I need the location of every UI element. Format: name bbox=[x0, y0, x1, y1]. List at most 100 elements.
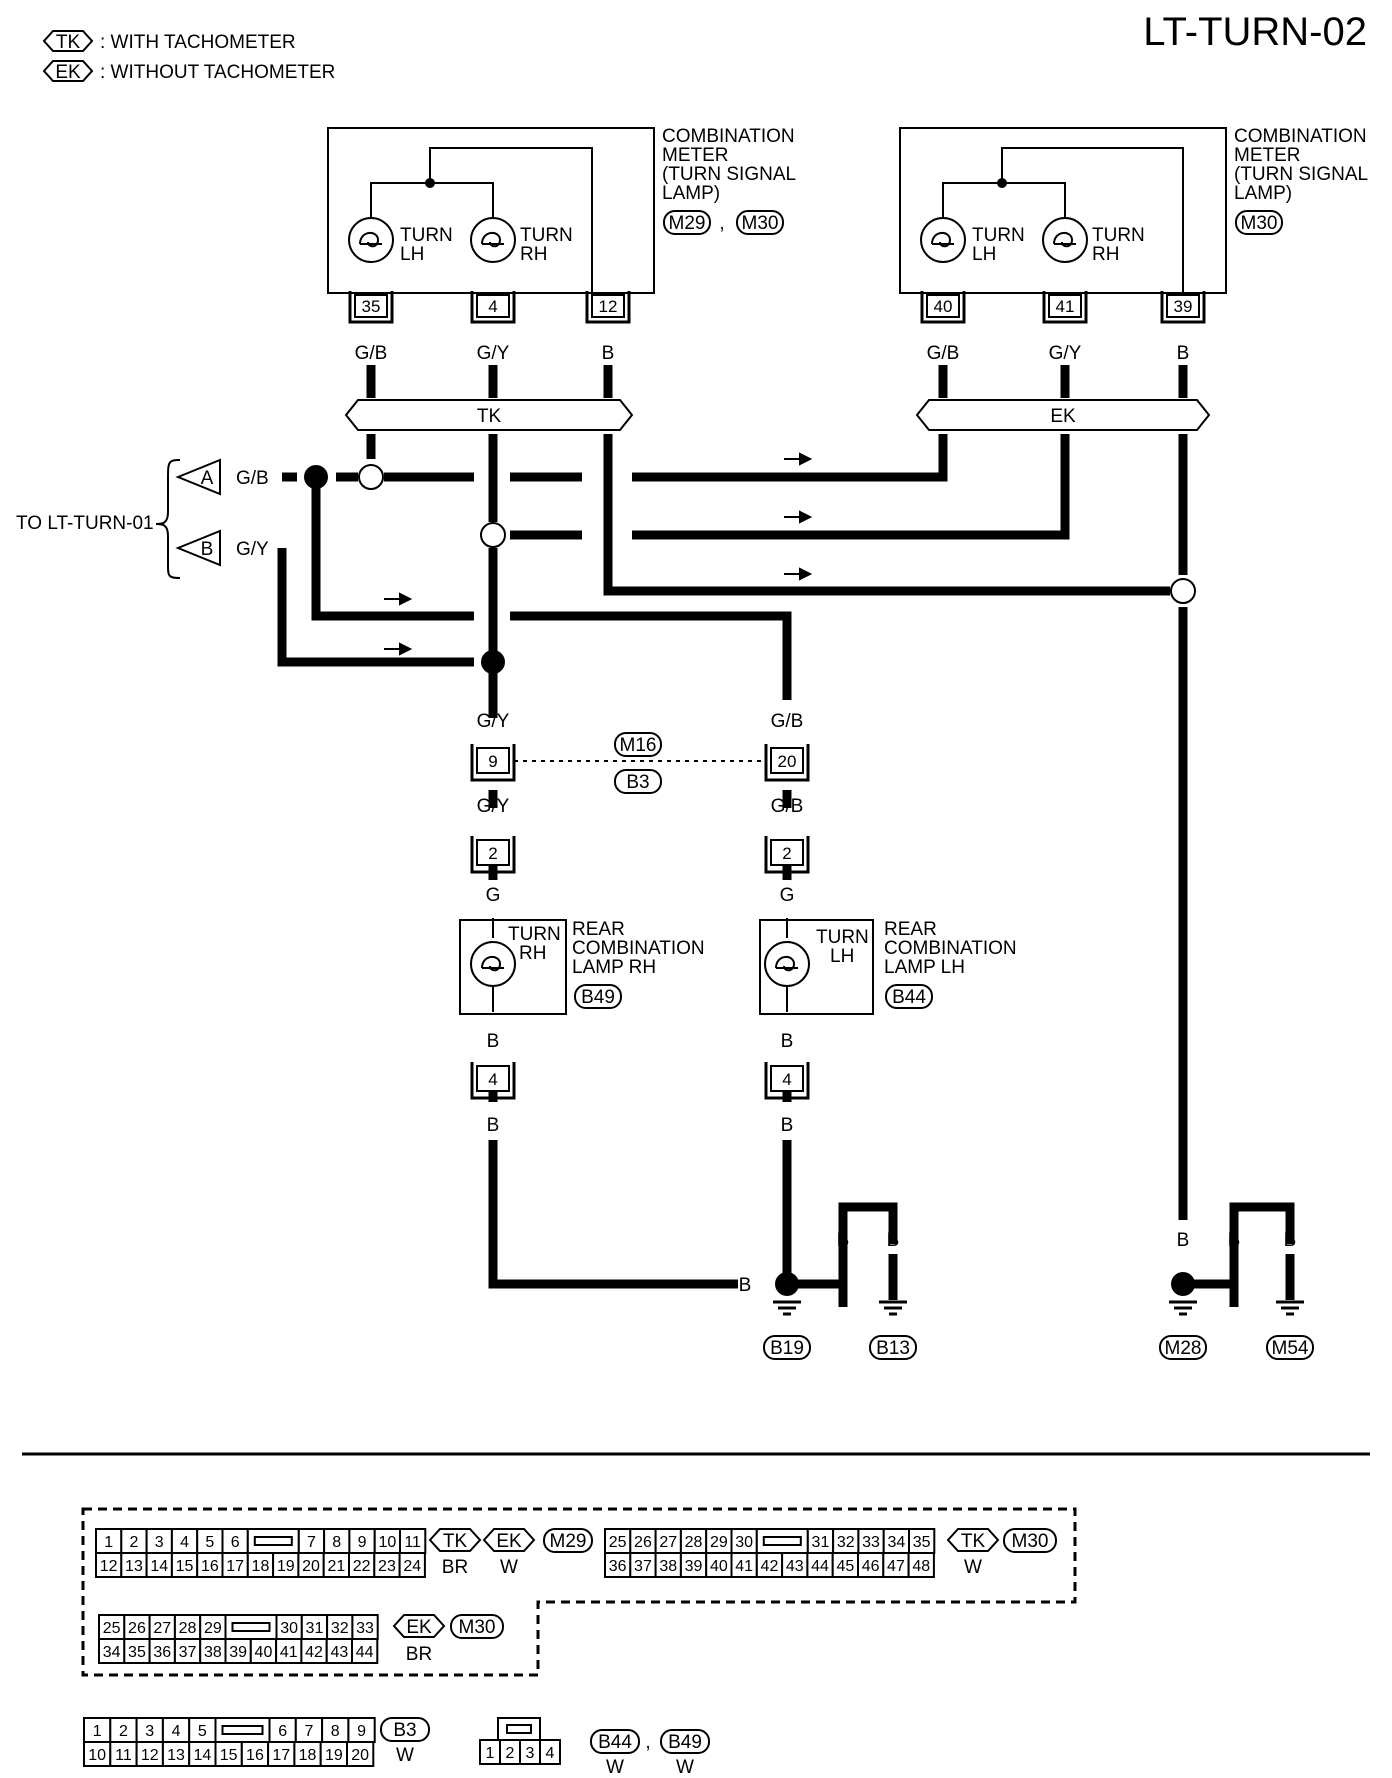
separator: , bbox=[719, 213, 724, 234]
connector-id: B49 bbox=[668, 1732, 702, 1753]
terminal-number: 47 bbox=[887, 1558, 905, 1575]
terminal-number: 32 bbox=[331, 1620, 349, 1637]
ek-tag-icon bbox=[42, 60, 94, 82]
terminal-cell bbox=[199, 1638, 227, 1664]
pin-number: 12 bbox=[599, 297, 618, 316]
connector-lock-icon bbox=[231, 1622, 271, 1632]
connector-a-label: A bbox=[201, 468, 214, 489]
terminal-number: 30 bbox=[735, 1534, 753, 1551]
arrow-right-icon bbox=[399, 592, 413, 606]
arrow-right-icon bbox=[399, 642, 413, 656]
terminal-cell bbox=[267, 1741, 296, 1767]
wire-color: B bbox=[739, 1275, 752, 1296]
terminal-number: 28 bbox=[685, 1534, 703, 1551]
meter-title: (TURN SIGNAL bbox=[662, 164, 796, 185]
terminal-number: 4 bbox=[172, 1723, 181, 1740]
terminal-number: 45 bbox=[836, 1558, 854, 1575]
terminal-number: 38 bbox=[204, 1644, 222, 1661]
terminal-number: 39 bbox=[229, 1644, 247, 1661]
connector-b-icon bbox=[175, 529, 221, 567]
terminal-number: 31 bbox=[306, 1620, 324, 1637]
connector-id: M29 bbox=[550, 1531, 587, 1552]
legend: TK : WITH TACHOMETER EK : WITHOUT TACHOM… bbox=[42, 30, 335, 83]
filament-icon bbox=[481, 956, 504, 972]
ground-symbols bbox=[888, 1254, 1295, 1300]
terminal-number: 18 bbox=[252, 1558, 270, 1575]
to-lt-turn-01: TO LT-TURN-01 A G/B B G/Y bbox=[16, 458, 269, 579]
connector-id: B49 bbox=[581, 987, 615, 1008]
connector-id: M30 bbox=[459, 1617, 496, 1638]
connector-b-label: B bbox=[201, 539, 214, 560]
rear-lamp-title: REAR bbox=[884, 919, 937, 940]
terminal-number: 41 bbox=[735, 1558, 753, 1575]
pin-number: 39 bbox=[1174, 297, 1193, 316]
wire-color: G/B bbox=[771, 796, 804, 817]
wire-color: G/B bbox=[927, 343, 960, 364]
meter-title: LAMP) bbox=[1234, 183, 1292, 204]
ground-id: M28 bbox=[1165, 1338, 1202, 1359]
tk-tag-icon bbox=[428, 1528, 482, 1552]
terminal-number: 19 bbox=[277, 1558, 295, 1575]
pin-number: 4 bbox=[488, 1070, 497, 1089]
terminal-cell bbox=[135, 1741, 164, 1767]
wire-color: G/Y bbox=[477, 796, 510, 817]
terminal-cell bbox=[95, 1552, 123, 1578]
harness-wires bbox=[277, 365, 1295, 1307]
legend-ek-code: EK bbox=[55, 62, 81, 83]
pin-number: 41 bbox=[1056, 297, 1075, 316]
pin-number: 2 bbox=[782, 844, 791, 863]
meter-title: METER bbox=[662, 145, 729, 166]
legend-tk-code: TK bbox=[56, 32, 81, 53]
meter-title: (TURN SIGNAL bbox=[1234, 164, 1368, 185]
terminal-number: 11 bbox=[115, 1747, 132, 1764]
crossover-circle bbox=[1170, 578, 1196, 604]
terminal-number: 9 bbox=[357, 1723, 366, 1740]
terminal-number: 2 bbox=[119, 1723, 128, 1740]
terminal-number: 40 bbox=[710, 1558, 728, 1575]
terminal-number: 48 bbox=[912, 1558, 930, 1575]
wire-color: G/B bbox=[236, 468, 269, 489]
bus-tk: TK bbox=[344, 399, 634, 431]
terminal-number: 42 bbox=[761, 1558, 779, 1575]
terminal-cell bbox=[907, 1552, 935, 1578]
terminal-number: 28 bbox=[179, 1620, 197, 1637]
wire-color: G/Y bbox=[477, 343, 510, 364]
meter-tk-box bbox=[327, 127, 655, 294]
filament-icon bbox=[931, 232, 954, 248]
terminal-number: 27 bbox=[153, 1620, 171, 1637]
turn-rh-lamp-icon bbox=[1042, 217, 1088, 263]
meter-ek-box bbox=[899, 127, 1227, 294]
brace-icon bbox=[155, 459, 181, 579]
connector-id: B3 bbox=[393, 1720, 416, 1741]
connector-tag bbox=[543, 1528, 593, 1553]
terminal-number: 43 bbox=[786, 1558, 804, 1575]
m16-b3-connector bbox=[470, 732, 810, 794]
connector-tag bbox=[450, 1614, 504, 1639]
terminal-number: 29 bbox=[204, 1620, 222, 1637]
meter-title: COMBINATION bbox=[1234, 126, 1367, 147]
rear-lamp-title: LAMP RH bbox=[572, 957, 656, 978]
terminal-number: 16 bbox=[201, 1558, 219, 1575]
terminal-number: 14 bbox=[150, 1558, 168, 1575]
wire-color: G/Y bbox=[1049, 343, 1082, 364]
terminal-cell bbox=[214, 1741, 243, 1767]
connector-id: M30 bbox=[1241, 213, 1278, 234]
terminal-number: 11 bbox=[404, 1534, 421, 1551]
terminal-number: 23 bbox=[378, 1558, 396, 1575]
terminal-number: 9 bbox=[358, 1534, 367, 1551]
lamp-label: LH bbox=[830, 946, 854, 967]
wire-color: B bbox=[602, 343, 615, 364]
terminal-number: 2 bbox=[129, 1534, 138, 1551]
wire-color: B bbox=[837, 1230, 850, 1251]
terminal-number: 15 bbox=[176, 1558, 194, 1575]
terminal-number: 1 bbox=[486, 1745, 495, 1762]
rear-lamp-pins bbox=[470, 836, 810, 1100]
tag-code: EK bbox=[406, 1617, 432, 1638]
wire-color: G bbox=[780, 885, 795, 906]
rear-lamp-title: COMBINATION bbox=[884, 938, 1017, 959]
terminal-number: 25 bbox=[609, 1534, 627, 1551]
connector-lock-icon bbox=[253, 1536, 293, 1546]
crossover-circle bbox=[480, 522, 506, 548]
